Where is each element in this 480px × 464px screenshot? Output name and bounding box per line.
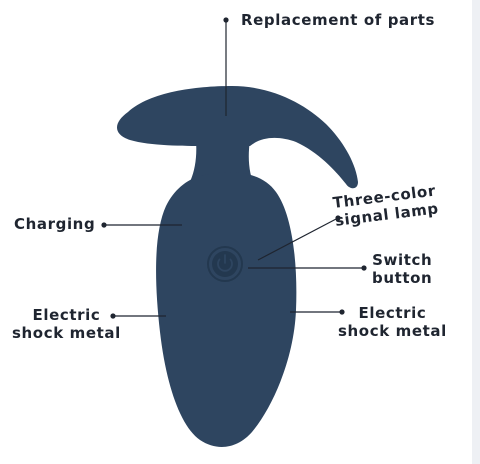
dot-charging: [101, 222, 107, 228]
switch-button: [207, 246, 243, 282]
device-base-arm: [117, 86, 358, 189]
power-icon: [217, 254, 233, 272]
label-switch-button: Switch button: [372, 251, 432, 287]
switch-button-ring: [207, 246, 243, 282]
dot-lamp: [335, 215, 341, 221]
dot-metal-right: [339, 309, 345, 315]
label-electric-shock-metal-right: Electric shock metal: [338, 304, 447, 340]
leader-lamp: [257, 217, 339, 261]
leader-lines: [104, 20, 364, 317]
dot-replacement: [223, 17, 229, 23]
device-bulb: [156, 172, 297, 447]
side-strip: [472, 0, 480, 464]
label-metal-left-line-1: Electric: [32, 306, 101, 324]
switch-button-face: [212, 251, 238, 277]
label-switch-line-2: button: [372, 269, 433, 287]
label-metal-right-line-1: Electric: [358, 304, 427, 322]
dot-metal-left: [110, 313, 116, 319]
device-body: [117, 86, 358, 447]
leader-dots: [101, 17, 367, 319]
label-metal-right-line-2: shock metal: [338, 322, 447, 340]
label-charging: Charging: [14, 215, 96, 233]
label-replacement-of-parts: Replacement of parts: [241, 11, 436, 29]
label-metal-left-line-2: shock metal: [12, 324, 121, 342]
dot-switch: [361, 265, 367, 271]
label-switch-line-1: Switch: [372, 251, 433, 269]
label-electric-shock-metal-left: Electric shock metal: [12, 306, 121, 342]
